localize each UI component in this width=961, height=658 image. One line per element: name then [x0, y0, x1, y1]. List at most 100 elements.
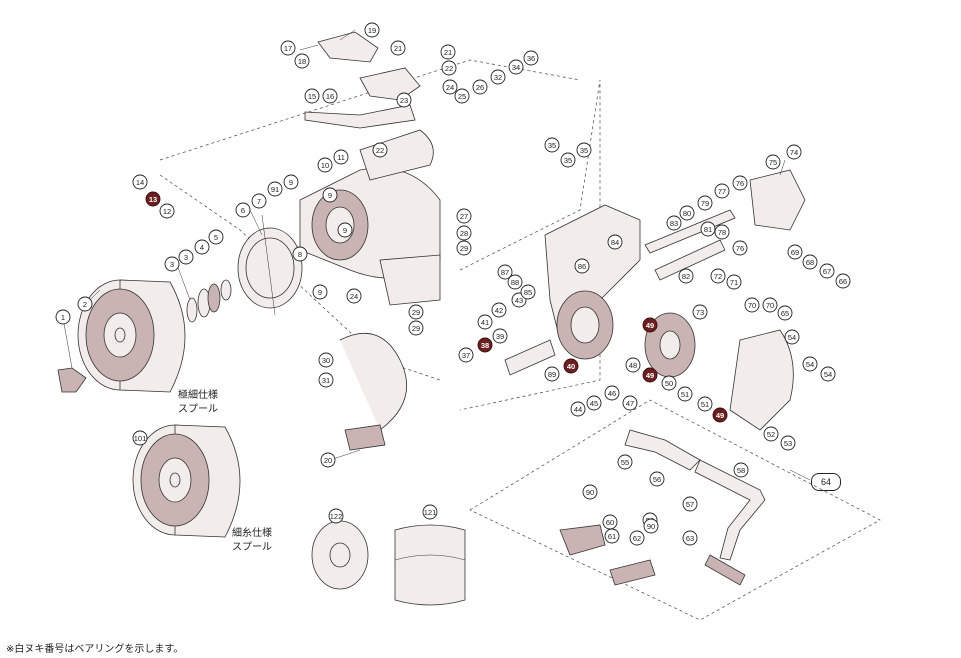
svg-text:4: 4 [200, 243, 204, 252]
svg-text:53: 53 [784, 439, 792, 448]
svg-text:41: 41 [481, 318, 489, 327]
svg-text:13: 13 [149, 195, 157, 204]
spool-fine [132, 424, 241, 538]
callout-29: 29 [456, 240, 472, 256]
callout-53: 53 [780, 435, 796, 451]
callout-76: 76 [732, 240, 748, 256]
page-number-badge: 64 [811, 473, 841, 491]
svg-text:42: 42 [495, 306, 503, 315]
callout-26: 26 [472, 79, 488, 95]
svg-text:122: 122 [330, 512, 343, 521]
svg-text:65: 65 [781, 309, 789, 318]
svg-text:76: 76 [736, 179, 744, 188]
callout-69: 69 [787, 244, 803, 260]
oscillating-shaft [644, 209, 736, 254]
svg-text:15: 15 [308, 92, 316, 101]
svg-text:34: 34 [512, 63, 520, 72]
callout-45: 45 [586, 395, 602, 411]
callout-62: 62 [629, 530, 645, 546]
callout-80: 80 [679, 205, 695, 221]
callout-71: 71 [726, 274, 742, 290]
svg-text:61: 61 [608, 532, 616, 541]
callout-39: 39 [492, 328, 508, 344]
neoprene-cover-121 [394, 524, 466, 606]
svg-text:49: 49 [646, 371, 654, 380]
svg-text:22: 22 [376, 146, 384, 155]
svg-text:45: 45 [590, 399, 598, 408]
svg-text:3: 3 [170, 260, 174, 269]
svg-text:52: 52 [767, 430, 775, 439]
svg-text:84: 84 [611, 238, 619, 247]
svg-text:88: 88 [511, 278, 519, 287]
svg-text:70: 70 [748, 301, 756, 310]
callout-9: 9 [337, 222, 353, 238]
spool-extra-fine [57, 279, 186, 393]
svg-text:50: 50 [665, 379, 673, 388]
svg-text:121: 121 [424, 508, 437, 517]
svg-text:54: 54 [788, 333, 796, 342]
callout-52: 52 [763, 426, 779, 442]
callout-77: 77 [714, 183, 730, 199]
callout-38: 38 [477, 337, 493, 353]
svg-text:68: 68 [806, 258, 814, 267]
svg-text:85: 85 [524, 288, 532, 297]
svg-text:89: 89 [548, 370, 556, 379]
callout-15: 15 [304, 88, 320, 104]
svg-text:40: 40 [567, 362, 575, 371]
callout-90: 90 [582, 484, 598, 500]
spool-extra-fine-label-line2: スプール [178, 403, 218, 415]
svg-text:29: 29 [460, 244, 468, 253]
callout-36: 36 [523, 50, 539, 66]
svg-text:31: 31 [322, 376, 330, 385]
callout-49: 49 [642, 317, 658, 333]
svg-text:11: 11 [337, 153, 345, 162]
svg-text:1: 1 [61, 313, 65, 322]
callout-9: 9 [322, 187, 338, 203]
callout-24: 24 [346, 288, 362, 304]
svg-text:75: 75 [769, 158, 777, 167]
callout-17: 17 [280, 40, 296, 56]
callout-27: 27 [456, 208, 472, 224]
callout-41: 41 [477, 314, 493, 330]
callout-24: 24 [442, 79, 458, 95]
svg-text:60: 60 [606, 518, 614, 527]
callout-19: 19 [364, 22, 380, 38]
guide-line-top [159, 59, 581, 161]
svg-text:9: 9 [343, 226, 347, 235]
callout-82: 82 [678, 268, 694, 284]
callout-66: 66 [835, 273, 851, 289]
spool-fine-label-line2: スプール [232, 541, 272, 553]
spool-extra-fine-label-line1: 極細仕様 [178, 388, 218, 401]
callout-79: 79 [697, 195, 713, 211]
svg-text:19: 19 [368, 26, 376, 35]
rotor [299, 129, 441, 306]
callout-21: 21 [440, 44, 456, 60]
callout-51: 51 [697, 396, 713, 412]
callout-70: 70 [744, 297, 760, 313]
guide-line-handle-box [469, 399, 881, 621]
callout-44: 44 [570, 401, 586, 417]
svg-text:24: 24 [350, 292, 358, 301]
svg-text:83: 83 [670, 219, 678, 228]
callout-75: 75 [765, 154, 781, 170]
svg-text:57: 57 [686, 500, 694, 509]
svg-text:39: 39 [496, 332, 504, 341]
callout-86: 86 [574, 258, 590, 274]
callout-65: 65 [777, 305, 793, 321]
callout-78: 78 [714, 224, 730, 240]
callout-122: 122 [328, 508, 344, 524]
callout-16: 16 [322, 88, 338, 104]
svg-text:72: 72 [714, 272, 722, 281]
callout-14: 14 [132, 174, 148, 190]
callout-74: 74 [786, 144, 802, 160]
callout-2: 2 [77, 296, 93, 312]
callout-22: 22 [372, 142, 388, 158]
main-shaft-plate [237, 214, 303, 316]
svg-text:24: 24 [446, 83, 454, 92]
callout-18: 18 [294, 53, 310, 69]
svg-text:16: 16 [326, 92, 334, 101]
callout-54: 54 [820, 366, 836, 382]
callout-83: 83 [666, 215, 682, 231]
callout-13: 13 [145, 191, 161, 207]
